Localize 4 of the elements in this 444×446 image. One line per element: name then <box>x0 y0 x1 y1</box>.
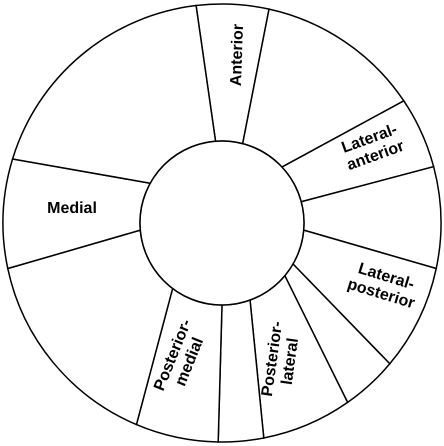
segment-label: Anterior <box>228 24 248 86</box>
segment-label: Medial <box>47 200 97 217</box>
segment-label: Posterior- lateral <box>258 320 302 398</box>
segment-label: Lateral- posterior <box>345 260 417 312</box>
